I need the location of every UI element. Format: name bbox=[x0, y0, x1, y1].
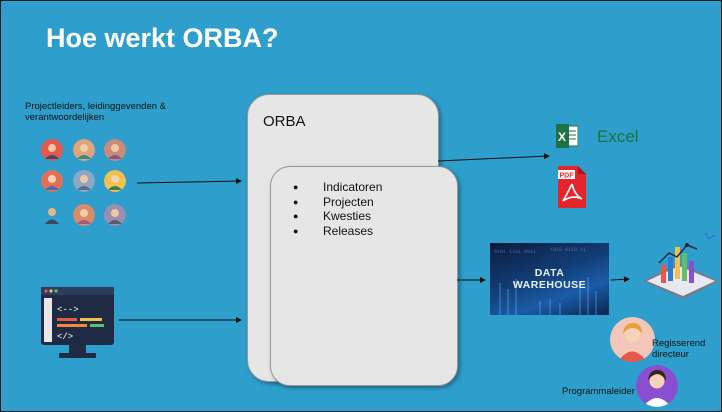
avatar-icon bbox=[73, 139, 95, 161]
data-warehouse-line2: WAREHOUSE bbox=[512, 279, 587, 291]
code-editor-icon: <--> </> bbox=[41, 287, 114, 358]
data-warehouse-label: DATA WAREHOUSE bbox=[490, 267, 609, 291]
director-avatar bbox=[610, 317, 655, 362]
arrow-warehouse-to-dashboard bbox=[610, 276, 630, 283]
data-warehouse-backdrop: 0101 1101 0011 1010 0110 11 bbox=[494, 247, 597, 315]
svg-text:X: X bbox=[558, 130, 566, 144]
program-lead-label: Programmaleider bbox=[562, 386, 635, 397]
list-item: Releases bbox=[293, 224, 382, 239]
pdf-icon: PDF bbox=[558, 166, 586, 208]
avatar-icon bbox=[73, 170, 95, 192]
svg-text:0101 1101 0011: 0101 1101 0011 bbox=[494, 249, 536, 255]
avatar-icon bbox=[41, 170, 63, 192]
arrow-orba-to-excel bbox=[437, 153, 550, 162]
people-caption: Projectleiders, leidinggevenden & verant… bbox=[25, 101, 167, 123]
data-warehouse-line1: DATA bbox=[534, 267, 565, 279]
pdf-label: PDF bbox=[560, 173, 575, 180]
svg-text:<-->: <--> bbox=[57, 305, 79, 315]
avatar-icon bbox=[73, 204, 95, 226]
svg-text:</>: </> bbox=[57, 332, 73, 342]
orba-label: ORBA bbox=[263, 113, 306, 130]
data-warehouse-image: 0101 1101 0011 1010 0110 11 DATA WAREHOUS… bbox=[490, 243, 609, 315]
list-item: Projecten bbox=[293, 195, 382, 210]
director-label: Regisserend directeur bbox=[652, 338, 706, 360]
avatar-icon bbox=[104, 139, 126, 161]
avatar-icon bbox=[104, 170, 126, 192]
excel-label: Excel bbox=[597, 127, 639, 146]
arrow-people-to-orba bbox=[136, 178, 242, 185]
list-item: Kwesties bbox=[293, 209, 382, 224]
dashboard-chart-icon bbox=[643, 233, 719, 299]
avatar-icon bbox=[41, 139, 63, 161]
list-item: Indicatoren bbox=[293, 180, 382, 195]
avatar-icon bbox=[41, 204, 63, 226]
program-lead-avatar bbox=[636, 365, 678, 407]
excel-icon: X bbox=[556, 124, 578, 148]
svg-text:1010 0110 11: 1010 0110 11 bbox=[550, 247, 586, 253]
avatar-icon bbox=[104, 204, 126, 226]
orba-item-list: Indicatoren Projecten Kwesties Releases bbox=[293, 180, 382, 238]
slide-title: Hoe werkt ORBA? bbox=[46, 23, 279, 53]
